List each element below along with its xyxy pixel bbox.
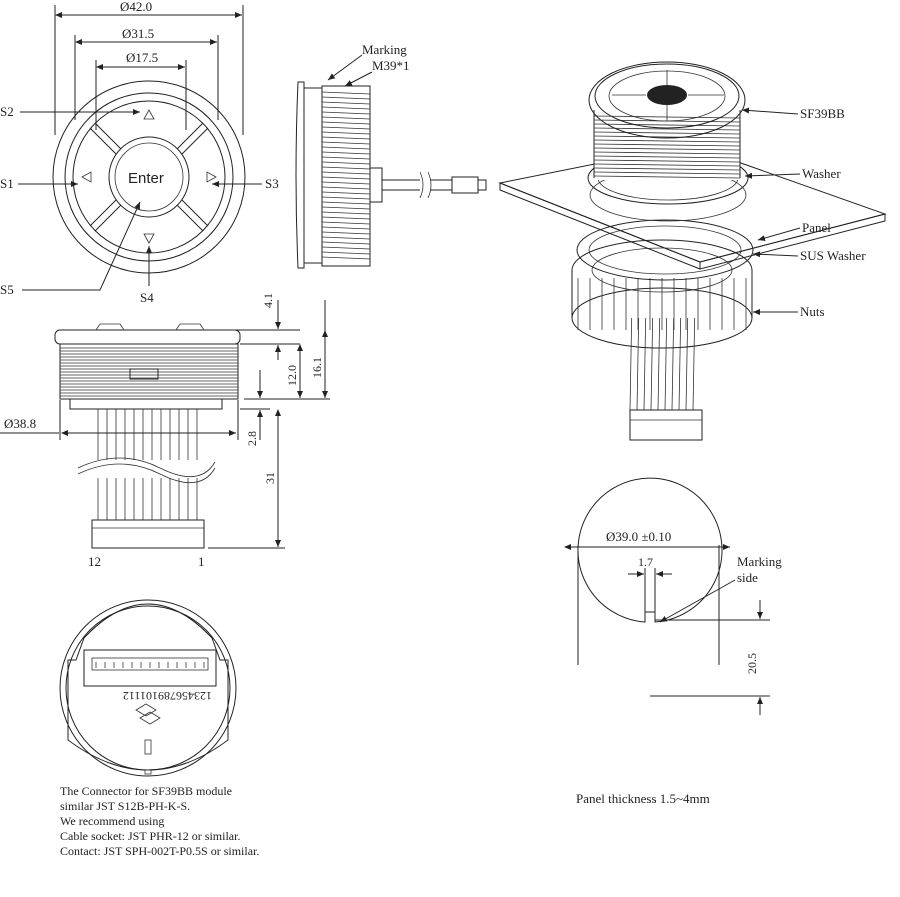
cutout-circle (577, 477, 723, 623)
panel-thickness: Panel thickness 1.5~4mm (576, 791, 710, 806)
side-view: Marking M39*1 (295, 42, 487, 269)
dim-16-1: 16.1 (310, 357, 324, 378)
dim-middle: Ø31.5 (122, 26, 154, 41)
marking-label: Marking (362, 42, 407, 57)
up-arrow-icon (143, 109, 155, 120)
cutout-dia: Ø39.0 ±0.10 (606, 529, 671, 544)
label-s3: S3 (265, 176, 279, 191)
part-sus-washer: SUS Washer (800, 248, 866, 263)
note-line: The Connector for SF39BB module (60, 784, 232, 798)
marking-side-1: Marking (737, 554, 782, 569)
right-arrow-icon (206, 171, 217, 183)
module-enter-key (647, 85, 687, 105)
enter-button (108, 136, 190, 218)
bottom-view: 123456789101112 (59, 599, 237, 777)
exploded-view: SF39BB Washer Panel SUS Washer Nuts (498, 61, 887, 441)
dim-12-0: 12.0 (285, 365, 299, 386)
label-s5: S5 (0, 282, 14, 297)
connector-note: The Connector for SF39BB module similar … (60, 784, 259, 859)
part-sf39bb: SF39BB (800, 106, 845, 121)
label-s4: S4 (140, 290, 154, 305)
front-view: 4.1 12.0 16.1 2.8 31 Ø38.8 12 1 (0, 293, 330, 569)
note-line: Contact: JST SPH-002T-P0.5S or similar. (60, 844, 260, 858)
dim-inner: Ø17.5 (126, 50, 158, 65)
left-arrow-icon (81, 171, 92, 183)
dim-outer: Ø42.0 (120, 0, 152, 14)
pin-12-label: 12 (88, 554, 101, 569)
dim-dia-38-8: Ø38.8 (4, 416, 36, 431)
label-s2: S2 (0, 104, 14, 119)
part-panel: Panel (802, 220, 831, 235)
pin-numbers: 123456789101112 (123, 689, 212, 703)
panel-cutout: Ø39.0 ±0.10 1.7 Marking side 20.5 Panel … (564, 477, 782, 806)
top-view: Ø42.0 Ø31.5 Ø17.5 Enter S2 S1 (0, 0, 279, 305)
note-line: We recommend using (60, 814, 165, 828)
note-line: similar JST S12B-PH-K-S. (60, 799, 191, 813)
part-washer: Washer (802, 166, 841, 181)
label-s1: S1 (0, 176, 14, 191)
key-width: 1.7 (638, 555, 653, 569)
cutout-height: 20.5 (745, 653, 759, 674)
pin-1-label: 1 (198, 554, 205, 569)
note-line: Cable socket: JST PHR-12 or similar. (60, 829, 241, 843)
enter-label: Enter (128, 170, 164, 187)
dim-31: 31 (263, 472, 277, 484)
dim-2-8: 2.8 (245, 431, 259, 446)
part-nuts: Nuts (800, 304, 825, 319)
thread-label: M39*1 (372, 58, 410, 73)
dim-4-1: 4.1 (261, 293, 275, 308)
logo-icon (135, 703, 161, 725)
marking-side-2: side (737, 570, 758, 585)
down-arrow-icon (143, 233, 155, 244)
